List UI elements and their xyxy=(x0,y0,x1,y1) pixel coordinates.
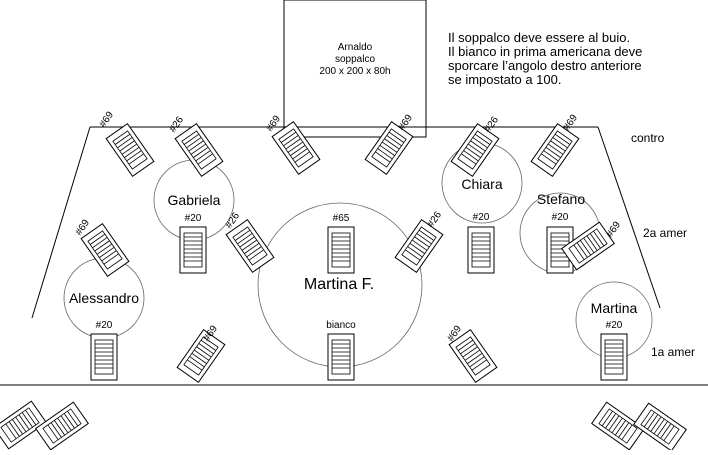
area-label-gabriela: Gabriela xyxy=(168,192,221,208)
fixture-row-contro: #69 #26 #69 #69 #26 #69 xyxy=(97,109,580,177)
platform-title: Arnaldo xyxy=(338,42,373,53)
spotlight-icon xyxy=(90,333,118,381)
area-label-martina: Martina xyxy=(591,300,638,316)
fixture-gel-label: #20 xyxy=(96,320,113,331)
row-label-contro: contro xyxy=(631,131,665,145)
row-label-1a-amer: 1a amer xyxy=(651,345,695,359)
lighting-note: Il soppalco deve essere al buio. Il bian… xyxy=(448,31,698,87)
fixture-row-2a-amer: #69 #20 #26 #65 #26 #20 #20 #69 xyxy=(73,209,623,277)
spotlight-icon xyxy=(179,226,207,274)
spotlight-icon xyxy=(530,123,580,177)
spotlight-icon xyxy=(467,226,495,274)
fixture-gel-label: bianco xyxy=(326,320,356,331)
fixture-row-1a-amer: #20 #69 bianco #69 #20 xyxy=(90,320,628,383)
spotlight-icon xyxy=(80,223,130,277)
floor-fixtures-right xyxy=(591,401,687,452)
stage-outline xyxy=(0,126,708,386)
area-labels: Gabriela Chiara Stefano Martina F. Aless… xyxy=(69,176,638,316)
spotlight-icon xyxy=(0,400,47,450)
fixture-gel-label: #20 xyxy=(185,213,202,224)
area-label-chiara: Chiara xyxy=(461,176,502,192)
note-line: se impostato a 100. xyxy=(448,72,562,87)
floor-fixtures-left xyxy=(0,400,89,451)
platform-subtitle: soppalco xyxy=(335,54,375,65)
platform-dimensions: 200 x 200 x 80h xyxy=(319,66,390,77)
spotlight-icon xyxy=(271,121,321,175)
spotlight-icon xyxy=(600,333,628,381)
row-labels: contro 2a amer 1a amer xyxy=(631,131,695,359)
area-label-martina-f: Martina F. xyxy=(304,276,374,293)
fixture-gel-label: #20 xyxy=(606,320,623,331)
note-line: Il bianco in prima americana deve xyxy=(448,44,643,59)
platform: Arnaldo soppalco 200 x 200 x 80h xyxy=(283,0,427,138)
fixture-gel-label: #20 xyxy=(552,212,569,223)
spotlight-icon xyxy=(105,123,155,177)
fixture-gel-label: #26 xyxy=(167,114,186,134)
spotlight-icon xyxy=(327,226,355,274)
fixture-gel-label: #20 xyxy=(473,212,490,223)
spotlight-icon xyxy=(327,333,355,381)
spotlight-icon xyxy=(35,401,89,451)
spotlight-icon xyxy=(174,123,224,177)
spotlight-icon xyxy=(633,402,687,452)
note-line: sporcare l’angolo destro anteriore xyxy=(448,58,642,73)
area-label-alessandro: Alessandro xyxy=(69,290,139,306)
fixture-gel-label: #65 xyxy=(333,213,350,224)
area-label-stefano: Stefano xyxy=(537,191,585,207)
row-label-2a-amer: 2a amer xyxy=(643,226,687,240)
note-line: Il soppalco deve essere al buio. xyxy=(448,30,631,45)
